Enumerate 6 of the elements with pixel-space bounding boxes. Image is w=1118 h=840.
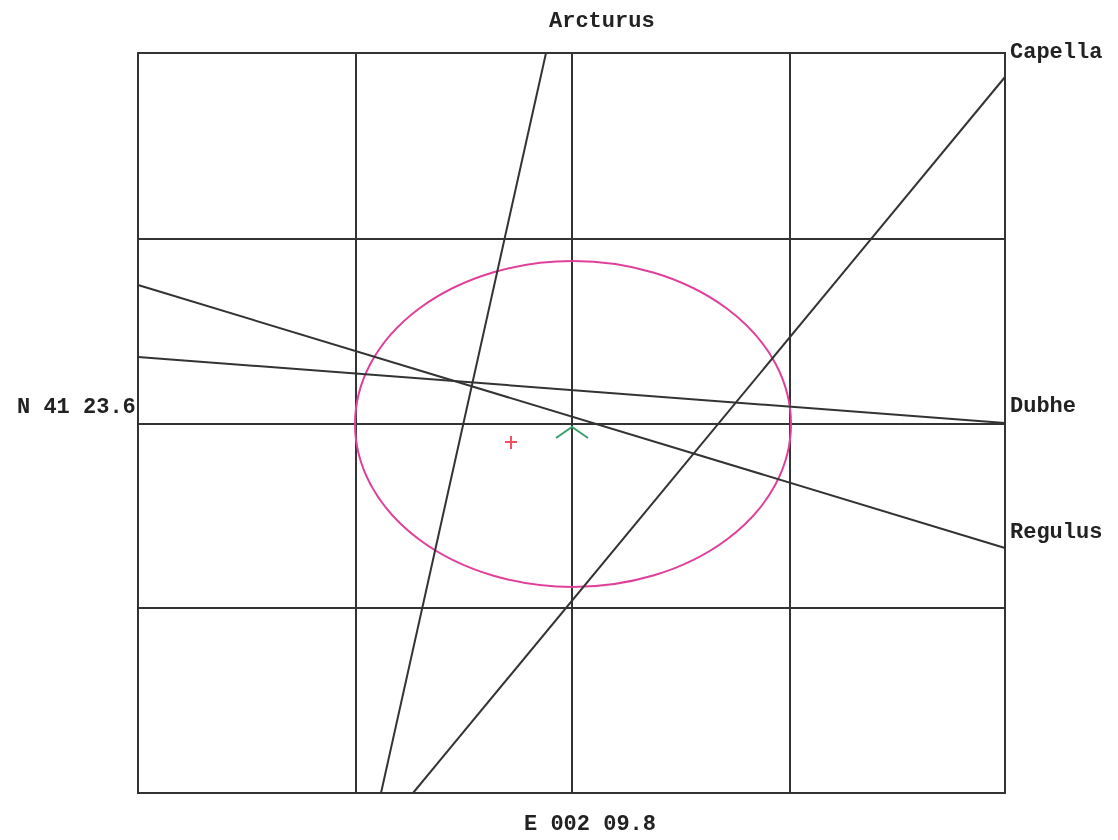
star-name: Regulus bbox=[1010, 520, 1103, 546]
latitude-label: N 41 23.6 bbox=[17, 395, 136, 421]
star-name: Capella bbox=[1010, 40, 1103, 66]
longitude-label: E 002 09.8 bbox=[524, 812, 657, 838]
star-name: Dubhe bbox=[1010, 394, 1076, 420]
star-name: Arcturus bbox=[549, 9, 655, 35]
